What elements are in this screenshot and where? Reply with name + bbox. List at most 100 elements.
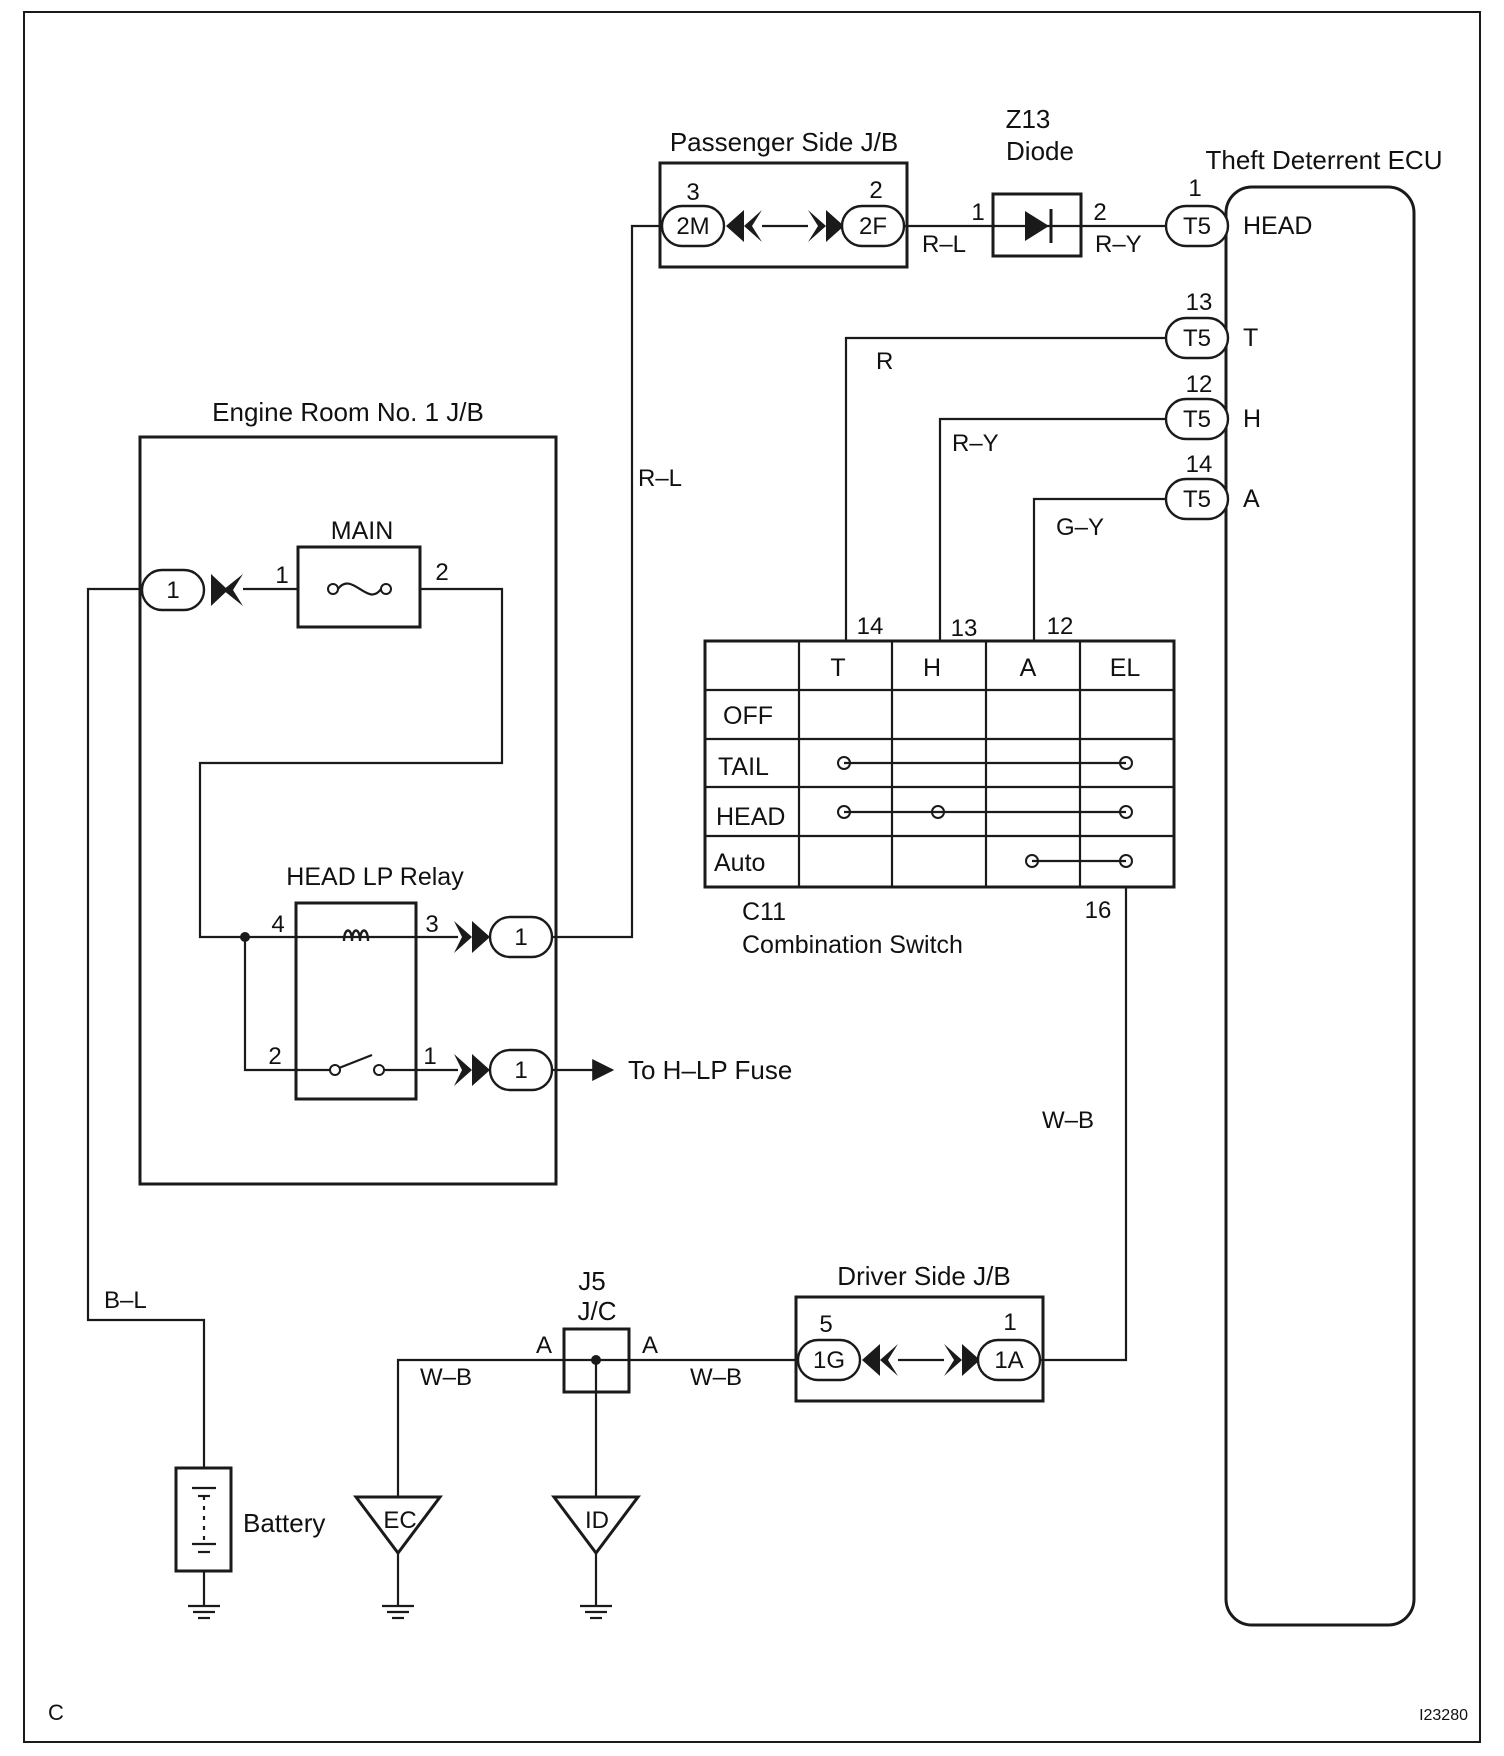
fuse-pin-out: 2 (435, 559, 448, 586)
ecu-terminal-a: A (1243, 485, 1260, 513)
relay-switch-blade (338, 1053, 373, 1070)
wire-r-label: R (876, 348, 893, 375)
switch-table-frame (703, 639, 1176, 889)
ecu-pin-head: 1 (1188, 175, 1201, 202)
jc-pin-right: A (642, 1332, 658, 1359)
switch-pin-13: 13 (951, 615, 978, 642)
switch-row-head: HEAD (716, 803, 785, 831)
figure-code: I23280 (1419, 1707, 1468, 1724)
jc-pin-left: A (536, 1332, 552, 1359)
switch-col-a: A (1020, 654, 1037, 682)
relay-switch-contact-a (329, 1064, 341, 1076)
relay-pin-4: 4 (271, 911, 284, 938)
switch-head-contact-h (931, 805, 945, 819)
wire-r-l-label-1: R–L (638, 465, 682, 492)
connector-2m (660, 204, 726, 248)
passenger-jb-pin-2: 2 (869, 177, 882, 204)
junction-connector-j5: J5 J/C A A (536, 1266, 658, 1394)
passenger-jb-pin-3: 3 (686, 179, 699, 206)
theft-deterrent-ecu: Theft Deterrent ECU T5 1 HEAD T5 13 T T5… (1164, 145, 1443, 1627)
engine-room-jb-box (138, 435, 558, 1186)
switch-row-off: OFF (723, 702, 773, 730)
relay-switch-contact-b (373, 1064, 385, 1076)
wire-g-y-label: G–Y (1056, 514, 1104, 541)
ground-ec: EC (353, 1495, 443, 1620)
wire-r-y-label-1: R–Y (1095, 231, 1142, 258)
jc-id: J5 (578, 1266, 605, 1296)
main-fuse-label: MAIN (331, 517, 394, 545)
connector-1-relay-switch-label: 1 (514, 1057, 527, 1084)
switch-col-h: H (923, 654, 941, 682)
ecu-pin-h: 12 (1186, 371, 1213, 398)
switch-row-tail: TAIL (718, 753, 769, 781)
switch-pin-16: 16 (1085, 897, 1112, 924)
passenger-side-jb-title: Passenger Side J/B (670, 127, 898, 157)
switch-head-contact-t (837, 805, 851, 819)
to-hlp-fuse-label: To H–LP Fuse (628, 1055, 792, 1085)
switch-id: C11 (742, 898, 786, 926)
switch-col-t: T (830, 654, 845, 682)
fuse-element-icon (337, 582, 382, 596)
connector-1-relay-switch-arrow (454, 1054, 472, 1086)
head-lp-relay-box (294, 901, 418, 1101)
ground-ec-label: EC (383, 1507, 416, 1534)
connector-1-relay-coil-arrow (454, 921, 472, 953)
diode-id: Z13 (1006, 104, 1051, 134)
passenger-side-jb: Passenger Side J/B 2M 3 2F 2 (658, 127, 909, 269)
diode-pin-1: 1 (971, 199, 984, 226)
ecu-connector-t5-h-label: T5 (1183, 406, 1211, 433)
wire-r-l-label-2: R–L (922, 231, 966, 258)
ecu-connector-t5-t-label: T5 (1183, 325, 1211, 352)
ecu-pin-t: 13 (1186, 289, 1213, 316)
driver-jb-pin-5: 5 (819, 1311, 832, 1338)
driver-jb-pin-1: 1 (1003, 1309, 1016, 1336)
wire-w-b-label-3: W–B (420, 1364, 472, 1391)
switch-tail-contact-el (1119, 756, 1133, 770)
relay-pin-2: 2 (268, 1043, 281, 1070)
connector-1a-label: 1A (994, 1347, 1023, 1374)
switch-pin-14: 14 (857, 613, 884, 640)
head-lp-relay-label: HEAD LP Relay (286, 863, 464, 891)
connector-2f-label: 2F (859, 213, 887, 240)
switch-pin-12: 12 (1047, 613, 1074, 640)
ecu-pin-a: 14 (1186, 451, 1213, 478)
connector-1g-label: 1G (813, 1347, 845, 1374)
relay-coil-icon (342, 929, 370, 942)
switch-name: Combination Switch (742, 931, 963, 959)
battery-label: Battery (243, 1508, 325, 1538)
combination-switch: T H A EL 14 13 12 OFF TAIL HEAD Auto C11… (703, 613, 1176, 959)
switch-col-el: EL (1110, 654, 1141, 682)
main-fuse-box (296, 545, 422, 629)
ecu-connector-t5-head-label: T5 (1183, 213, 1211, 240)
relay-pin-3: 3 (425, 911, 438, 938)
page-frame (23, 11, 1481, 1743)
connector-1-main-label: 1 (166, 577, 179, 604)
ecu-terminal-t: T (1243, 324, 1258, 352)
wire-r-l-vertical (552, 224, 662, 939)
switch-auto-contact-el (1119, 854, 1133, 868)
battery: Battery (174, 1466, 325, 1620)
engine-room-jb-title: Engine Room No. 1 J/B (212, 397, 484, 427)
connector-1a (976, 1338, 1042, 1382)
wire-g-y (1032, 497, 1166, 641)
switch-auto-contact-a (1025, 854, 1039, 868)
ecu-connector-t5-head (1164, 204, 1230, 248)
switch-head-contact-el (1119, 805, 1133, 819)
connector-1-main-arrow (223, 574, 243, 606)
wire-w-b-ec (396, 1358, 564, 1497)
ground-ec-triangle-icon (353, 1495, 443, 1556)
switch-tail-contact-t (837, 756, 851, 770)
relay-pin-1: 1 (423, 1043, 436, 1070)
wire-w-b-label-1: W–B (1042, 1107, 1094, 1134)
wire-b-l-label: B–L (104, 1287, 147, 1314)
diode-symbol-icon (1025, 211, 1049, 241)
jc-name: J/C (578, 1296, 617, 1326)
ecu-connector-t5-a-label: T5 (1183, 486, 1211, 513)
fuse-terminal-left (327, 583, 339, 595)
wire-w-b-switch (1040, 887, 1128, 1362)
ground-id-label: ID (585, 1507, 609, 1534)
ecu-title: Theft Deterrent ECU (1206, 145, 1443, 175)
connector-2m-label: 2M (676, 213, 709, 240)
connector-1-relay-coil-label: 1 (514, 924, 527, 951)
driver-side-jb-title: Driver Side J/B (837, 1261, 1010, 1291)
